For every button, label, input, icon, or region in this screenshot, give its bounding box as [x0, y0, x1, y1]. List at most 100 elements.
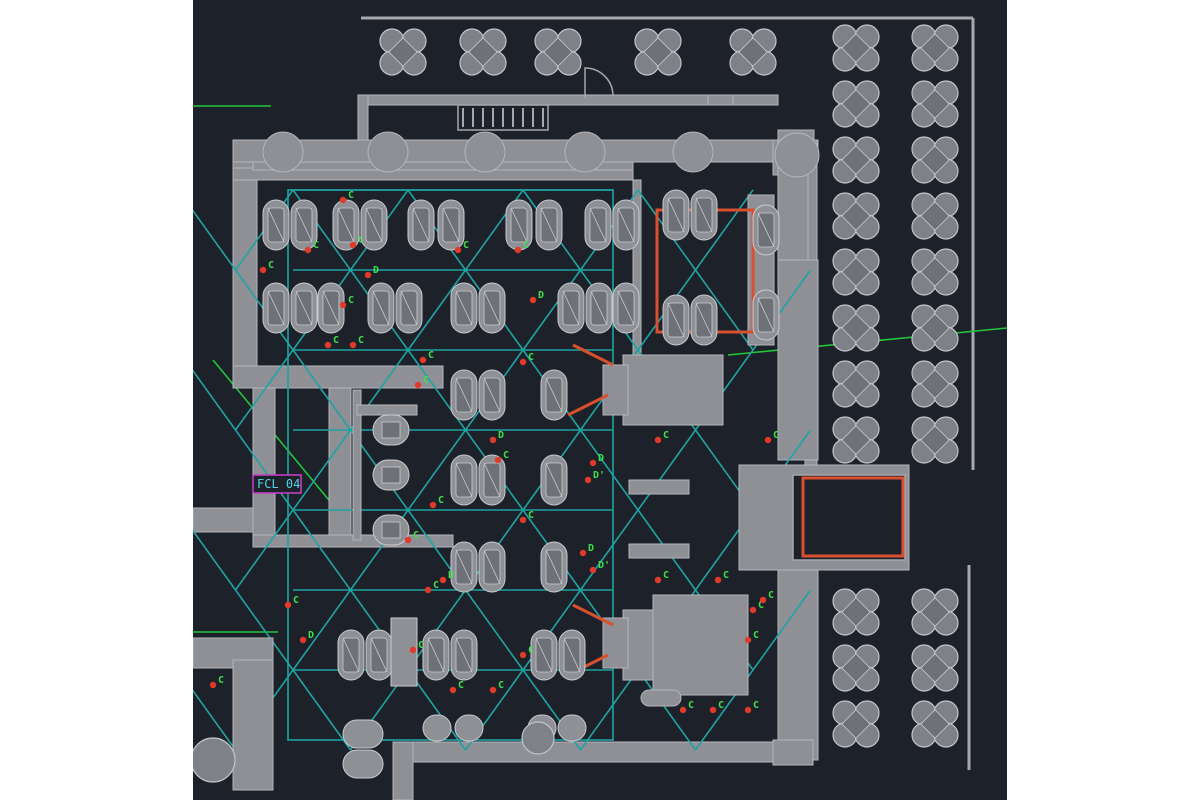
grid-line — [407, 669, 467, 751]
booth — [478, 369, 506, 421]
planter-core — [841, 313, 871, 343]
fixture-marker: D — [579, 543, 594, 557]
fixture-marker: C — [679, 700, 694, 714]
planter — [832, 80, 880, 128]
planter-core — [841, 597, 871, 627]
fixture-marker: D — [439, 570, 454, 584]
fixture-marker: C — [304, 240, 319, 254]
fixture-label: D — [498, 430, 504, 441]
grid-line — [193, 529, 237, 591]
fixture-label: C — [528, 645, 534, 656]
room-tag-frame — [252, 474, 302, 494]
planter — [911, 248, 959, 296]
fixture-marker: C — [339, 295, 354, 309]
booth-detail — [322, 290, 340, 326]
fixture-dot — [584, 476, 592, 484]
booth-detail — [617, 290, 635, 326]
booth-detail — [617, 207, 635, 243]
fixture-dot — [514, 246, 522, 254]
fixture-dot — [364, 271, 372, 279]
fixture-label: C — [348, 190, 354, 201]
booth-detail — [483, 290, 501, 326]
fixture-dot — [404, 536, 412, 544]
fixture-label: D — [588, 543, 594, 554]
fixture-label: C — [688, 700, 694, 711]
booth — [290, 199, 318, 251]
fixture-label: C — [433, 580, 439, 591]
fixture-dot — [654, 436, 662, 444]
grid-line — [694, 269, 754, 351]
fixture-marker: C — [454, 240, 469, 254]
fixture-dot — [349, 341, 357, 349]
fixture-label: D — [448, 570, 454, 581]
fixture-dot — [339, 196, 347, 204]
fixture-dot — [679, 706, 687, 714]
planter-core — [920, 33, 950, 63]
fixture-dot — [409, 646, 417, 654]
fixture-marker: C — [489, 680, 504, 694]
booth-detail — [589, 207, 607, 243]
booth-detail — [695, 302, 713, 338]
fixture-marker: C — [409, 640, 424, 654]
fixture-marker: D' — [589, 560, 610, 574]
fixture-label: C — [758, 600, 764, 611]
booth-detail — [667, 302, 685, 338]
grid-line — [579, 509, 639, 591]
grid-line — [292, 669, 352, 751]
fixture-marker: C — [449, 680, 464, 694]
fixture-label: C — [428, 350, 434, 361]
booth-detail — [483, 549, 501, 585]
planter — [911, 304, 959, 352]
fixture-dot — [749, 606, 757, 614]
fixture-label: C — [503, 450, 509, 461]
fixture-marker: C — [424, 580, 439, 594]
fixture-label: C — [463, 240, 469, 251]
booth — [450, 369, 478, 421]
grid-line — [234, 589, 294, 671]
fixture-marker: C — [209, 675, 224, 689]
booth — [262, 199, 290, 251]
planter-core — [920, 89, 950, 119]
booth-detail — [400, 290, 418, 326]
planter-core — [841, 201, 871, 231]
planter-core — [920, 145, 950, 175]
booth — [530, 629, 558, 681]
booth — [540, 541, 568, 593]
fixture-dot — [339, 301, 347, 309]
booth-detail — [535, 637, 553, 673]
booth — [478, 282, 506, 334]
booth — [437, 199, 465, 251]
booth-detail — [545, 377, 563, 413]
fixture-dot — [589, 566, 597, 574]
fixture-dot — [764, 436, 772, 444]
booth — [365, 629, 393, 681]
fixture-label: D — [538, 290, 544, 301]
booth — [585, 282, 613, 334]
fixture-label: C — [773, 430, 779, 441]
grid-line — [752, 589, 812, 671]
planter — [634, 28, 682, 76]
room-tag[interactable]: FCL 04 — [252, 474, 302, 494]
planter-core — [841, 425, 871, 455]
grid-line — [234, 509, 294, 591]
planter — [832, 416, 880, 464]
fixture-marker: C — [654, 430, 669, 444]
grid-line — [193, 369, 237, 431]
fixture-dot — [489, 436, 497, 444]
fixture-marker: C — [519, 510, 534, 524]
planter — [911, 80, 959, 128]
planter — [832, 136, 880, 184]
fixture-label: C — [458, 680, 464, 691]
seating-layout — [262, 189, 780, 779]
booth — [395, 282, 423, 334]
grid-line — [292, 589, 352, 671]
fixture-label: D — [373, 265, 379, 276]
fixture-dot — [324, 341, 332, 349]
planter — [832, 360, 880, 408]
fixture-dot — [424, 586, 432, 594]
planter-core — [841, 709, 871, 739]
stair — [457, 67, 614, 131]
